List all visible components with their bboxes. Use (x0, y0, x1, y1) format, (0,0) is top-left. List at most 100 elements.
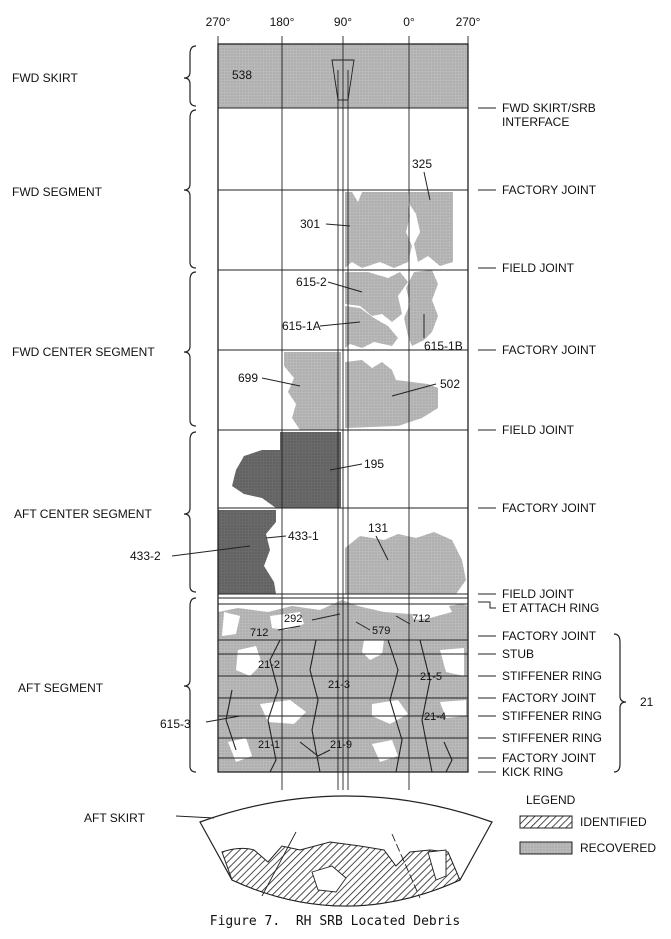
section-aft-center-segment: AFT CENTER SEGMENT (14, 507, 152, 521)
label-292: 292 (284, 613, 302, 625)
joint-et-attach-ring: ET ATTACH RING (502, 601, 599, 615)
joint-stiffener-2: STIFFENER RING (502, 709, 602, 723)
label-21-4: 21-4 (424, 711, 446, 723)
aft-skirt-leader (175, 815, 215, 819)
void-i (440, 700, 466, 718)
leader-699 (261, 377, 301, 387)
brace-fwd-skirt (183, 45, 197, 107)
void-c (362, 640, 384, 660)
figure-caption: Figure 7. RH SRB Located Debris (210, 914, 460, 929)
crack-4 (419, 639, 433, 773)
legend-title: LEGEND (526, 793, 576, 807)
joint-factory-2: FACTORY JOINT (502, 343, 597, 357)
leader-292 (311, 613, 341, 621)
debris-301 (345, 192, 412, 268)
void-d (410, 604, 452, 620)
joint-labels: FWD SKIRT/SRB INTERFACE FACTORY JOINT FI… (502, 101, 602, 779)
debris-325 (408, 192, 453, 266)
leader-325 (423, 171, 431, 201)
brace-group-21 (613, 633, 627, 773)
debris-699 (284, 352, 341, 430)
void-b (270, 612, 304, 630)
debris-615-1a (345, 306, 398, 348)
crack-5 (225, 689, 237, 751)
crack-6 (443, 741, 453, 773)
label-195: 195 (364, 457, 384, 471)
label-699: 699 (238, 371, 258, 385)
label-615-3: 615-3 (160, 717, 191, 731)
debris-cracks (225, 639, 453, 773)
leader-712-left (277, 625, 301, 631)
angle-270-left: 270° (206, 15, 231, 29)
legend-recovered-label: RECOVERED (580, 841, 656, 855)
label-21-1: 21-1 (258, 739, 280, 751)
debris-433-2 (218, 510, 276, 594)
leader-131 (375, 535, 389, 561)
joint-stiffener-3: STIFFENER RING (502, 731, 602, 745)
section-braces (183, 45, 197, 773)
legend: LEGEND IDENTIFIED RECOVERED (519, 793, 656, 855)
joint-field-3: FIELD JOINT (502, 587, 575, 601)
segment-grid (217, 36, 469, 790)
leader-579 (355, 621, 371, 631)
joint-factory-6: FACTORY JOINT (502, 751, 597, 765)
aft-skirt-radial-2 (391, 833, 421, 899)
angle-labels: 270° 180° 90° 0° 270° (206, 15, 481, 29)
debris-195 (232, 432, 341, 508)
section-aft-skirt: AFT SKIRT (84, 811, 146, 825)
legend-recovered-swatch (519, 841, 573, 855)
label-615-1b: 615-1B (424, 339, 463, 353)
leader-615-3 (205, 715, 241, 723)
label-538: 538 (232, 68, 252, 82)
debris-131 (345, 532, 466, 594)
leader-712-right (395, 615, 411, 625)
debris-leaders (171, 171, 437, 723)
brace-fwd-center (183, 271, 197, 427)
joint-stiffener-1: STIFFENER RING (502, 669, 602, 683)
label-433-1: 433-1 (288, 529, 319, 543)
debris-502 (345, 360, 438, 428)
joint-factory-3: FACTORY JOINT (502, 501, 597, 515)
leader-et-ring (478, 601, 496, 609)
joint-factory-4: FACTORY JOINT (502, 629, 597, 643)
leader-502 (391, 383, 437, 397)
joint-stub: STUB (502, 647, 534, 661)
leader-615-2 (327, 281, 363, 293)
label-433-2: 433-2 (130, 549, 161, 563)
angle-90: 90° (334, 15, 352, 29)
label-21-9: 21-9 (330, 739, 352, 751)
label-615-2: 615-2 (296, 275, 327, 289)
section-labels: FWD SKIRT FWD SEGMENT FWD CENTER SEGMENT… (12, 71, 155, 695)
debris-voids (222, 604, 466, 762)
label-301: 301 (300, 217, 320, 231)
joint-kick-ring: KICK RING (502, 765, 563, 779)
void-h (372, 700, 408, 724)
void-e (236, 646, 262, 676)
void-f (440, 648, 464, 676)
nose-taper (331, 59, 355, 101)
joint-factory-1: FACTORY JOINT (502, 183, 597, 197)
angle-270-right: 270° (456, 15, 481, 29)
aft-skirt-void-2 (427, 849, 447, 881)
aft-skirt-void-1 (311, 865, 347, 893)
label-712-right: 712 (412, 613, 430, 625)
leader-433-1 (265, 535, 287, 539)
label-502: 502 (440, 377, 460, 391)
joint-field-2: FIELD JOINT (502, 423, 575, 437)
label-21-5: 21-5 (420, 671, 442, 683)
aft-skirt-radial-1 (261, 831, 297, 897)
section-fwd-center-segment: FWD CENTER SEGMENT (12, 345, 155, 359)
leader-195 (329, 463, 363, 471)
label-131: 131 (368, 521, 388, 535)
label-579: 579 (372, 625, 390, 637)
void-g (260, 700, 306, 724)
aft-skirt: AFT SKIRT (84, 795, 493, 907)
brace-aft-segment (183, 597, 197, 773)
joint-field-1: FIELD JOINT (502, 261, 575, 275)
debris-615-1b (404, 270, 438, 346)
label-325: 325 (412, 157, 432, 171)
label-21-3: 21-3 (328, 679, 350, 691)
leader-433-2 (171, 545, 251, 557)
debris-labels: 538 325 301 615-2 615-1A 615-1B 699 502 … (130, 68, 463, 751)
